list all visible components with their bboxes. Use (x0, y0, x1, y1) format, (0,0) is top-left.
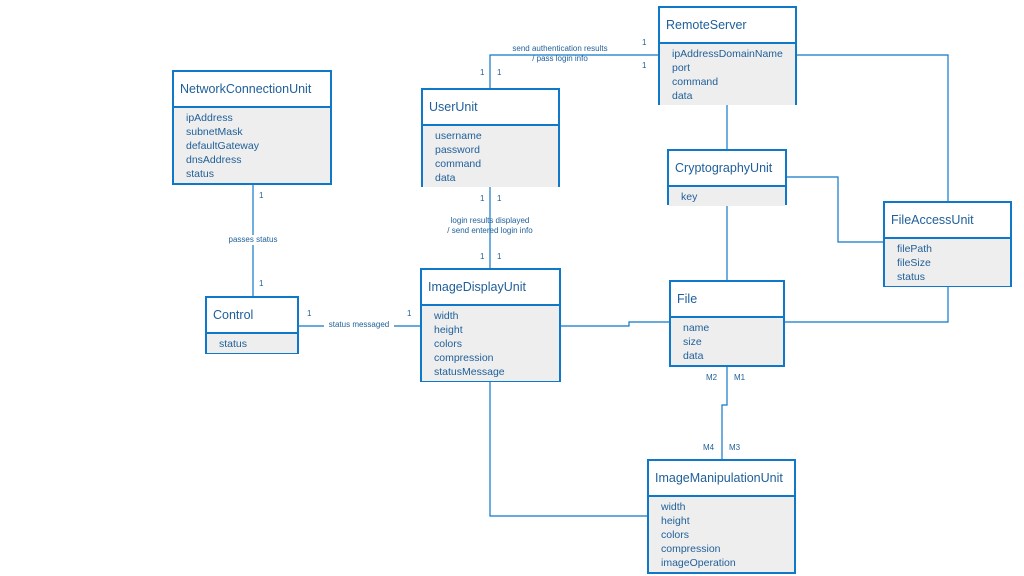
multiplicity: 1 (259, 279, 264, 288)
attribute-list: ipAddressDomainName port command data (660, 44, 795, 105)
relationship-label-text: passes status (228, 235, 278, 244)
attribute: data (672, 90, 693, 102)
attribute-list: width height colors compression imageOpe… (649, 497, 794, 572)
multiplicity: 1 (497, 194, 502, 203)
class-name: Control (207, 298, 297, 334)
multiplicity: 1 (497, 68, 502, 77)
attribute: name (683, 322, 710, 334)
multiplicity: 1 (307, 309, 312, 318)
attribute: password (435, 144, 480, 156)
class-file-access-unit: FileAccessUnit filePath fileSize status (883, 201, 1012, 287)
attribute: compression (661, 543, 721, 555)
attribute: data (683, 350, 704, 362)
class-file: File name size data (669, 280, 785, 367)
attribute: fileSize (897, 257, 931, 269)
multiplicity: M3 (729, 443, 741, 452)
relationship-label-line: login results displayed (450, 216, 530, 225)
attribute: status (186, 168, 215, 180)
relationship-label-login: login results displayed / send entered l… (430, 216, 550, 236)
attribute: subnetMask (186, 126, 243, 138)
attribute: size (683, 336, 702, 348)
class-cryptography-unit: CryptographyUnit key (667, 149, 787, 206)
attribute: colors (661, 529, 690, 541)
attribute: height (661, 515, 690, 527)
attribute-list: name size data (671, 318, 783, 365)
multiplicity: 1 (480, 194, 485, 203)
multiplicity: M1 (734, 373, 746, 382)
class-network-connection-unit: NetworkConnectionUnit ipAddress subnetMa… (172, 70, 332, 185)
attribute: colors (434, 338, 463, 350)
relationship-label-line: send authentication results (512, 44, 608, 53)
attribute: statusMessage (434, 366, 505, 378)
attribute-list: filePath fileSize status (885, 239, 1010, 286)
multiplicity: 1 (259, 191, 264, 200)
attribute: ipAddress (186, 112, 233, 124)
multiplicity: 1 (407, 309, 412, 318)
file-manip-association (721, 366, 728, 459)
class-user-unit: UserUnit username password command data (421, 88, 560, 187)
attribute: command (435, 158, 482, 170)
class-name: ImageManipulationUnit (649, 461, 794, 497)
server-fileaccess-association (796, 54, 949, 202)
multiplicity: 1 (480, 252, 485, 261)
attribute: data (435, 172, 456, 184)
attribute: compression (434, 352, 494, 364)
user-server-association (489, 54, 658, 88)
multiplicity: 1 (642, 61, 647, 70)
fileaccess-file-association (560, 286, 949, 327)
class-name: CryptographyUnit (669, 151, 785, 187)
attribute-list: key (669, 187, 785, 206)
multiplicity: 1 (497, 252, 502, 261)
attribute-list: width height colors compression statusMe… (422, 306, 559, 381)
multiplicity: M2 (706, 373, 718, 382)
class-name: UserUnit (423, 90, 558, 126)
attribute: key (681, 191, 698, 203)
class-name: File (671, 282, 783, 318)
attribute: username (435, 130, 482, 142)
relationship-label-text: status messaged (328, 320, 390, 329)
attribute: ipAddressDomainName (672, 48, 783, 60)
relationship-label-passes-status: passes status (216, 235, 290, 245)
class-name: FileAccessUnit (885, 203, 1010, 239)
attribute: command (672, 76, 719, 88)
relationship-label-line: / pass login info (532, 54, 588, 63)
class-name: ImageDisplayUnit (422, 270, 559, 306)
attribute-list: ipAddress subnetMask defaultGateway dnsA… (174, 108, 330, 183)
class-name: RemoteServer (660, 8, 795, 44)
class-image-manipulation-unit: ImageManipulationUnit width height color… (647, 459, 796, 574)
class-name: NetworkConnectionUnit (174, 72, 330, 108)
multiplicity: M4 (703, 443, 715, 452)
relationship-label-line: / send entered login info (447, 226, 533, 235)
multiplicity: 1 (642, 38, 647, 47)
attribute-list: username password command data (423, 126, 558, 187)
relationship-label-auth: send authentication results / pass login… (500, 44, 620, 64)
attribute: filePath (897, 243, 933, 255)
attribute: port (672, 62, 691, 74)
attribute: width (661, 501, 686, 513)
attribute: imageOperation (661, 557, 736, 569)
display-manip-association (489, 382, 647, 517)
attribute: height (434, 324, 463, 336)
attribute: status (897, 271, 926, 283)
class-image-display-unit: ImageDisplayUnit width height colors com… (420, 268, 561, 382)
relationship-label-status-messaged: status messaged (324, 320, 394, 330)
attribute: width (434, 310, 459, 322)
attribute-list: status (207, 334, 297, 353)
multiplicity: 1 (480, 68, 485, 77)
class-remote-server: RemoteServer ipAddressDomainName port co… (658, 6, 797, 105)
crypto-fileaccess-association (787, 176, 884, 243)
class-control: Control status (205, 296, 299, 354)
attribute: dnsAddress (186, 154, 242, 166)
attribute: defaultGateway (186, 140, 259, 152)
attribute: status (219, 338, 248, 350)
